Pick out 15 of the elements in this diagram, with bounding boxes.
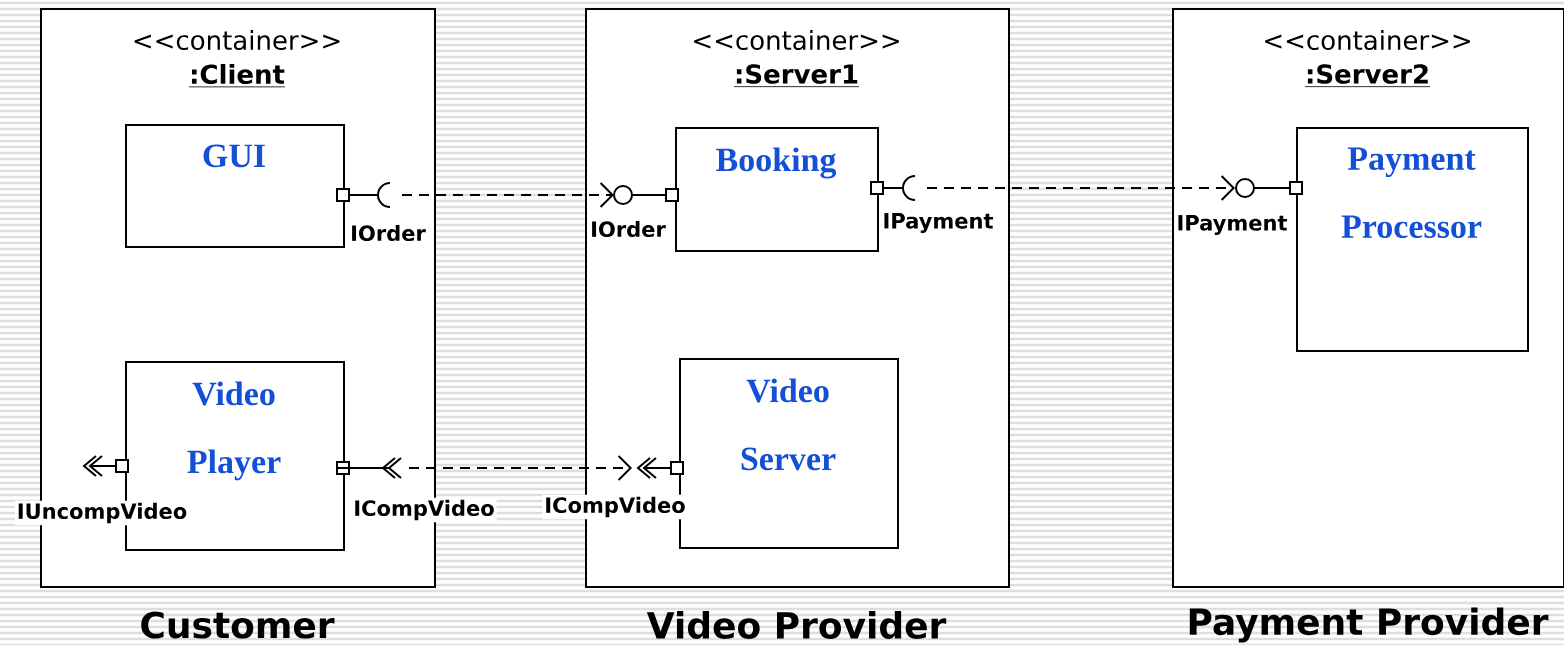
interface-label: ICompVideo [351, 497, 497, 523]
component-box: Booking [675, 127, 879, 252]
interface-label: IPayment [880, 211, 996, 235]
interface-label: IOrder [588, 218, 668, 240]
dependency-arrow [401, 182, 614, 208]
interface-label: IUncompVideo [14, 500, 190, 526]
deployment-caption: Video Provider [646, 611, 947, 639]
dependency-arrow [408, 455, 632, 481]
interface-label: IPayment [1174, 213, 1290, 237]
interface-label: IOrder [348, 222, 428, 244]
deployment-caption: Payment Provider [1189, 607, 1549, 643]
component-box: Payment Processor [1296, 127, 1529, 352]
dependency-arrow [926, 175, 1235, 201]
deployment-caption: Customer [141, 611, 335, 639]
component-box: GUI [125, 124, 345, 248]
